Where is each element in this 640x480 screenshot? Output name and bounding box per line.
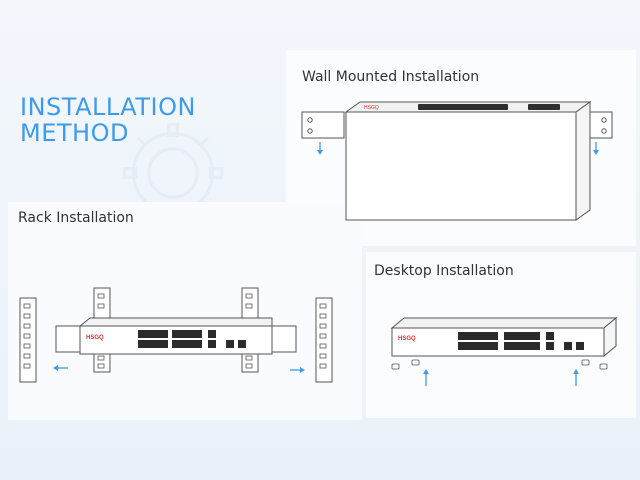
rack-port-block	[138, 330, 246, 348]
rack-device-brand: HSGQ	[86, 335, 104, 341]
desktop-port-block	[458, 332, 584, 350]
rack-illustration: HSGQ	[19, 287, 333, 383]
heading-line-2: METHOD	[20, 119, 129, 147]
wall-device-brand: HSGQ	[364, 105, 379, 111]
arrow-up-icon	[573, 369, 579, 386]
desktop-illustration: HSGQ	[390, 316, 618, 386]
arrow-up-icon	[423, 369, 429, 386]
arrow-down-icon	[317, 142, 323, 155]
desktop-device-brand: HSGQ	[398, 336, 416, 342]
wall-installation-label: Wall Mounted Installation	[302, 69, 480, 85]
heading-line-1: INSTALLATION	[20, 93, 196, 121]
arrow-left-icon	[53, 365, 68, 371]
page-heading: INSTALLATION METHOD	[20, 94, 196, 146]
desktop-installation-label: Desktop Installation	[374, 263, 514, 279]
rack-installation-label: Rack Installation	[18, 210, 134, 226]
rack-panel	[8, 202, 362, 420]
wall-port-row	[418, 104, 560, 110]
arrow-right-icon	[290, 367, 305, 373]
arrow-down-icon	[593, 142, 599, 155]
wall-illustration: HSGQ	[301, 101, 613, 221]
